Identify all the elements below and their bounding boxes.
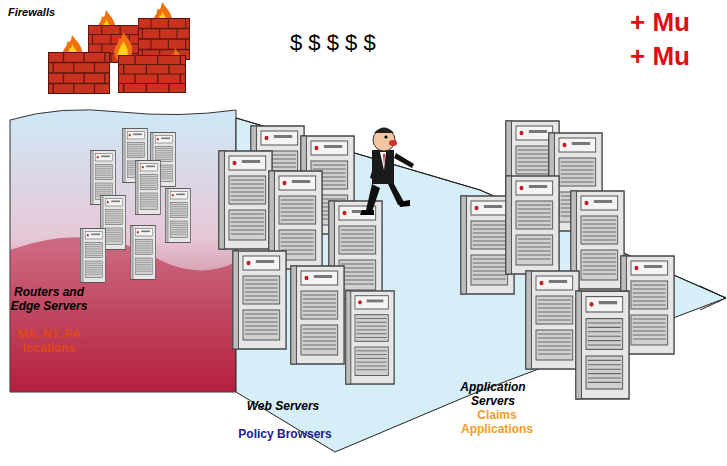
part-label: Routers and Edge Servers [4,286,94,314]
application-note: Claims Applications [452,409,542,437]
part-label: Application Servers [448,381,538,409]
part-label: Web Servers [228,400,338,414]
currency-symbols: $ $ $ $ $ [290,30,430,55]
slide-bullet: + Mu [630,42,722,72]
slide-bullet: + Mu [630,8,722,38]
part-label: Firewalls [8,6,88,19]
location-note: MA. NY. PA locations [4,328,94,356]
application-note: Policy Browsers [220,428,350,442]
